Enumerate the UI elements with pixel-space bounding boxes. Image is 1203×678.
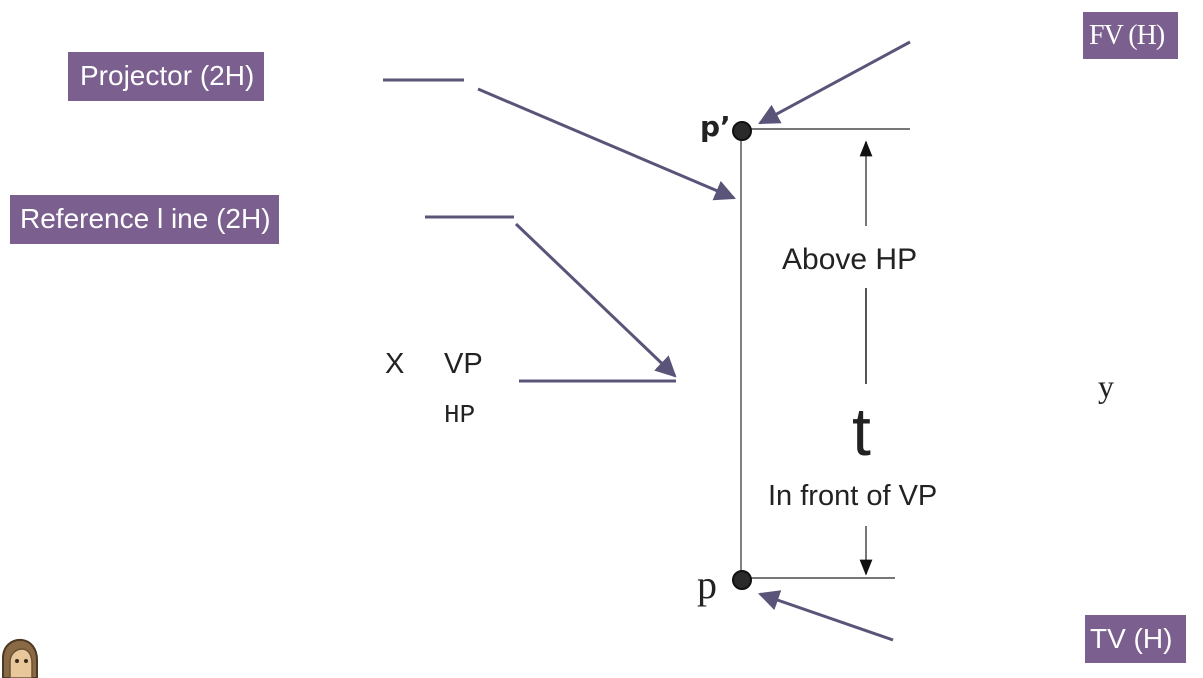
front-view-leader-arrow [758,40,911,125]
point-top-view-marker [732,570,752,590]
above-hp-label: Above HP [782,243,918,276]
top-view-leader-arrow [758,590,894,642]
top-view-tag: TV (H) [1085,615,1187,663]
reference-leader-arrow [514,222,677,378]
vp-label: VP [444,348,483,380]
in-front-of-vp-label: In front of VP [768,480,938,512]
x-label: X [385,348,405,380]
point-front-view-label: p’ [700,110,731,143]
thickness-label: t [852,394,871,470]
hp-label: HP [444,400,476,430]
reference-line-tag: Reference l ine (2H) [10,195,279,244]
projector-leader-arrow [477,87,736,201]
projector-tag: Projector (2H) [68,52,265,101]
y-label: y [1098,368,1114,404]
point-top-view-label: p [697,562,717,607]
front-view-tag: FV (H) [1083,12,1179,59]
point-front-view-marker [732,121,752,141]
mascot-figure-icon [2,638,38,678]
